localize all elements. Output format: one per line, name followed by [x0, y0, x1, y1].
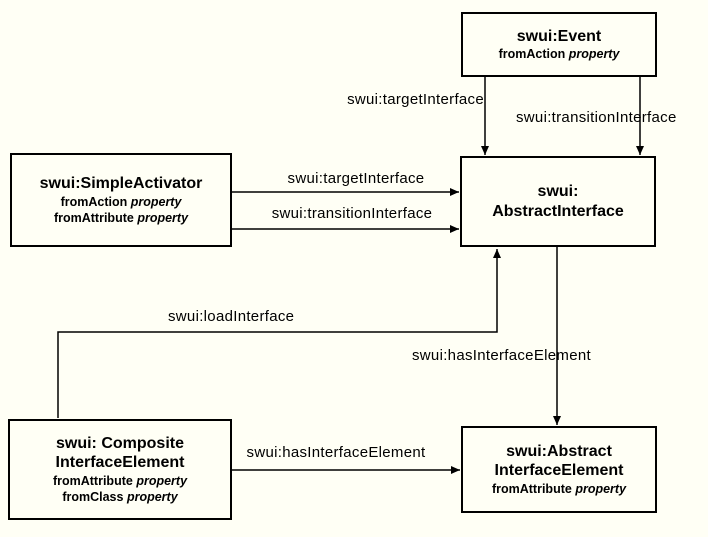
node-simple-activator-property-2: fromAttribute property [54, 211, 188, 226]
node-abstract-interface-element: swui:Abstract InterfaceElement fromAttri… [461, 426, 657, 513]
edge-load-interface-line [57, 249, 501, 418]
edge-label-activator-target: swui:targetInterface [287, 170, 425, 187]
edge-label-load-interface: swui:loadInterface [168, 308, 295, 325]
edge-label-has-element-vertical: swui:hasInterfaceElement [412, 347, 591, 364]
node-composite-property-1: fromAttribute property [53, 474, 187, 489]
node-composite-title-line1: swui: Composite [55, 434, 184, 452]
node-composite-interface-element: swui: Composite InterfaceElement fromAtt… [8, 419, 232, 520]
node-composite-title-line2: InterfaceElement [55, 454, 185, 472]
property-name: fromAttribute [53, 210, 134, 225]
property-name: fromAttribute [52, 473, 133, 488]
property-name: fromClass [62, 490, 124, 505]
property-type: property [130, 194, 182, 209]
property-type: property [126, 490, 178, 505]
edge-label-event-target: swui:targetInterface [347, 91, 484, 108]
property-type: property [136, 473, 188, 488]
node-abstract-element-property: fromAttribute property [492, 482, 626, 497]
node-composite-property-2: fromClass property [62, 490, 177, 505]
node-abstract-element-title-line1: swui:Abstract [506, 442, 612, 460]
node-abstract-interface: swui: AbstractInterface [460, 156, 656, 247]
edge-label-has-element-horizontal: swui:hasInterfaceElement [246, 444, 426, 461]
edge-label-activator-transition: swui:transitionInterface [271, 205, 433, 222]
node-event-title: swui:Event [516, 27, 602, 45]
node-simple-activator: swui:SimpleActivator fromAction property… [10, 153, 232, 247]
node-simple-activator-title: swui:SimpleActivator [39, 174, 203, 192]
property-name: fromAttribute [491, 481, 572, 496]
property-type: property [137, 210, 189, 225]
node-simple-activator-property-1: fromAction property [61, 195, 182, 210]
node-abstract-interface-title-line2: AbstractInterface [492, 202, 624, 220]
node-abstract-element-title-line2: InterfaceElement [494, 462, 624, 480]
property-name: fromAction [60, 194, 128, 209]
property-type: property [568, 47, 620, 62]
property-name: fromAction [498, 47, 566, 62]
property-type: property [575, 481, 627, 496]
edge-label-event-transition: swui:transitionInterface [516, 109, 677, 126]
node-event-property: fromAction property [499, 47, 620, 62]
node-abstract-interface-title-line1: swui: [537, 182, 579, 200]
node-event: swui:Event fromAction property [461, 12, 657, 77]
